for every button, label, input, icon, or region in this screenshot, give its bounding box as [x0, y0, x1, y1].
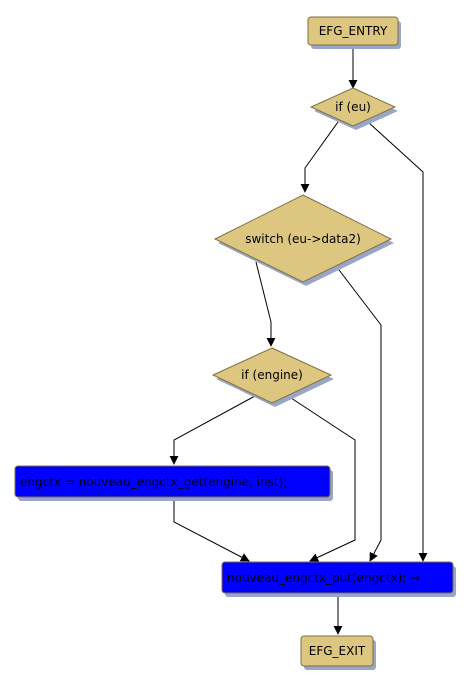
exit-label: EFG_EXIT	[309, 644, 366, 658]
get-statement-label: engctx = nouveau_engctx_get(engine, inst…	[20, 475, 287, 489]
put-statement-label: nouveau_engctx_put(engctx); →	[227, 571, 420, 585]
exit-node: EFG_EXIT	[300, 635, 376, 670]
put-statement-node: nouveau_engctx_put(engctx); →	[221, 561, 456, 597]
entry-node: EFG_ENTRY	[307, 16, 401, 49]
if-engine-label: if (engine)	[241, 368, 303, 382]
if-engine-node: if (engine)	[211, 347, 334, 407]
edge-if-eu-to-switch	[300, 121, 339, 193]
edge-switch-to-if-engine	[255, 261, 276, 347]
edge-if-engine-to-get	[169, 395, 256, 465]
edge-if-engine-to-put	[287, 395, 356, 562]
switch-label: switch (eu->data2)	[245, 232, 361, 246]
edge-if-eu-to-put	[367, 121, 428, 562]
if-eu-label: if (eu)	[335, 100, 371, 114]
switch-node: switch (eu->data2)	[213, 194, 394, 286]
get-statement-node: engctx = nouveau_engctx_get(engine, inst…	[14, 465, 333, 501]
if-eu-node: if (eu)	[309, 87, 398, 130]
edge-get-to-put	[173, 498, 250, 562]
entry-label: EFG_ENTRY	[319, 24, 388, 38]
edge-switch-to-put	[335, 265, 382, 562]
edges	[169, 46, 428, 635]
